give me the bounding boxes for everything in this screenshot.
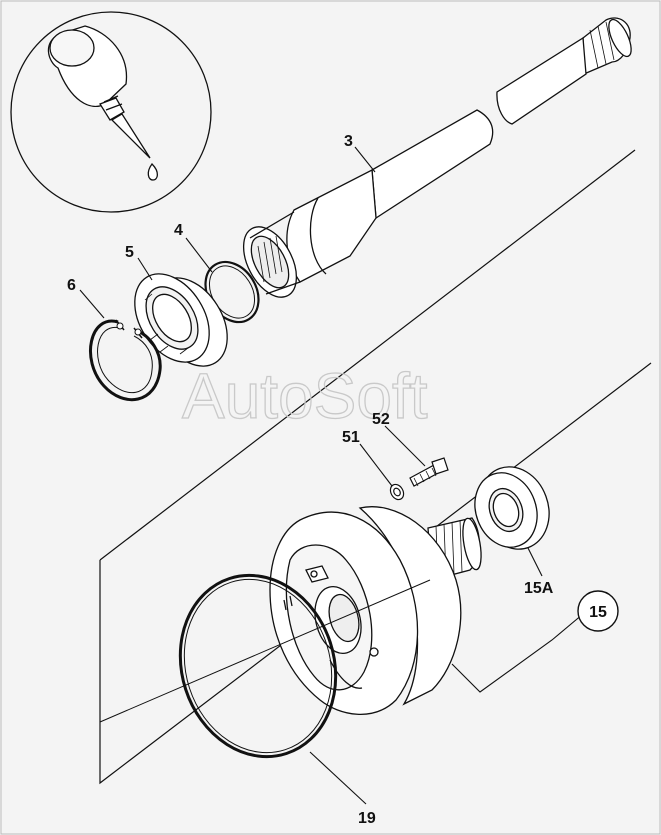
bolt-part-52	[409, 457, 449, 487]
pump-housing-part-15	[269, 506, 482, 715]
centerline	[99, 579, 431, 723]
shaft-part-3	[242, 17, 632, 298]
callout-15: 15	[589, 604, 607, 621]
callout-4: 4	[174, 222, 183, 239]
gasket-part-19	[178, 573, 338, 759]
callout-15-circle	[577, 590, 619, 632]
callout-3: 3	[344, 133, 353, 150]
snap-ring-part-6	[89, 319, 162, 402]
callout-51: 51	[342, 429, 360, 446]
callout-19: 19	[358, 810, 376, 827]
callout-6: 6	[67, 277, 76, 294]
bearing-part-5	[134, 273, 228, 367]
leader-lines	[79, 146, 584, 805]
adhesive-inset	[10, 11, 212, 213]
adhesive-bottle-icon	[47, 25, 159, 181]
callout-52: 52	[372, 411, 390, 428]
watermark: AutoSoft	[182, 360, 428, 432]
callout-5: 5	[125, 244, 134, 261]
callout-labels: 3 4 5 6 52 51 15A 15 19	[67, 133, 619, 827]
callout-15a: 15A	[524, 580, 554, 597]
nut-part-51	[389, 483, 405, 501]
seal-part-15a	[474, 466, 550, 550]
perspective-box	[99, 149, 652, 785]
